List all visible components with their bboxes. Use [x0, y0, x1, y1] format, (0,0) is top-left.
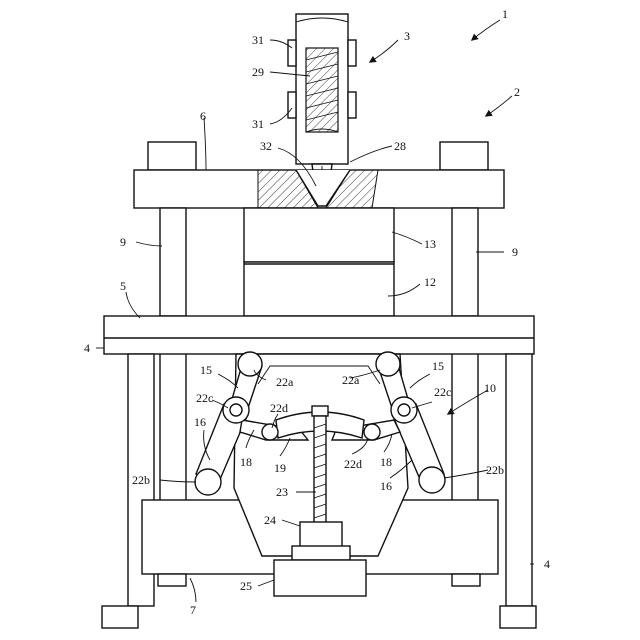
pin-22c-left-inner — [230, 404, 242, 416]
pin-22d-left — [262, 424, 278, 440]
pin-22b-right — [419, 467, 445, 493]
column-right — [506, 354, 532, 606]
label-6: 6 — [200, 109, 206, 123]
label-16-left: 16 — [194, 415, 206, 429]
label-15-left: 15 — [200, 363, 212, 377]
drive-motor — [274, 560, 366, 596]
label-2: 2 — [514, 85, 520, 99]
label-22a-right: 22a — [342, 373, 360, 387]
label-13: 13 — [424, 237, 436, 251]
sleeve-left-lower — [288, 92, 296, 118]
sleeve-left-upper — [288, 40, 296, 66]
label-4-right: 4 — [544, 557, 550, 571]
label-19: 19 — [274, 461, 286, 475]
label-5: 5 — [120, 279, 126, 293]
label-16-right: 16 — [380, 479, 392, 493]
drive-nut-flange — [292, 546, 350, 560]
pin-22a-right — [376, 352, 400, 376]
label-23: 23 — [276, 485, 288, 499]
label-9-right: 9 — [512, 245, 518, 259]
pin-22d-right — [364, 424, 380, 440]
screw-shaft — [306, 48, 338, 132]
label-32: 32 — [260, 139, 272, 153]
label-10: 10 — [484, 381, 496, 395]
mold-lower-half — [244, 262, 394, 316]
foot-left — [102, 606, 138, 628]
middle-platen — [104, 316, 534, 354]
label-18-right: 18 — [380, 455, 392, 469]
screw-nut-top — [312, 406, 328, 416]
sleeve-right-upper — [348, 40, 356, 66]
pin-22b-left — [195, 469, 221, 495]
sleeve-right-lower — [348, 92, 356, 118]
lower-pad-right — [452, 574, 480, 586]
label-7: 7 — [190, 603, 196, 617]
label-18-left: 18 — [240, 455, 252, 469]
upper-block-left — [148, 142, 196, 170]
label-1: 1 — [502, 7, 508, 21]
tie-bar-left — [160, 208, 186, 316]
label-31-lower: 31 — [252, 117, 264, 131]
label-22d-right: 22d — [344, 457, 362, 471]
label-22b-left: 22b — [132, 473, 150, 487]
label-22c-left: 22c — [196, 391, 213, 405]
label-28: 28 — [394, 139, 406, 153]
upper-block-right — [440, 142, 488, 170]
pin-22a-left — [238, 352, 262, 376]
label-31-upper: 31 — [252, 33, 264, 47]
label-9-left: 9 — [120, 235, 126, 249]
label-22a-left: 22a — [276, 375, 294, 389]
label-4-left: 4 — [84, 341, 90, 355]
pin-22c-right-inner — [398, 404, 410, 416]
label-3: 3 — [404, 29, 410, 43]
lower-pad-left — [158, 574, 186, 586]
tie-bar-right — [452, 208, 478, 316]
label-12: 12 — [424, 275, 436, 289]
label-22d-left: 22d — [270, 401, 288, 415]
label-15-right: 15 — [432, 359, 444, 373]
label-24: 24 — [264, 513, 276, 527]
label-22b-right: 22b — [486, 463, 504, 477]
label-29: 29 — [252, 65, 264, 79]
label-22c-right: 22c — [434, 385, 451, 399]
foot-right — [500, 606, 536, 628]
mold-upper-half — [244, 208, 394, 262]
label-25: 25 — [240, 579, 252, 593]
